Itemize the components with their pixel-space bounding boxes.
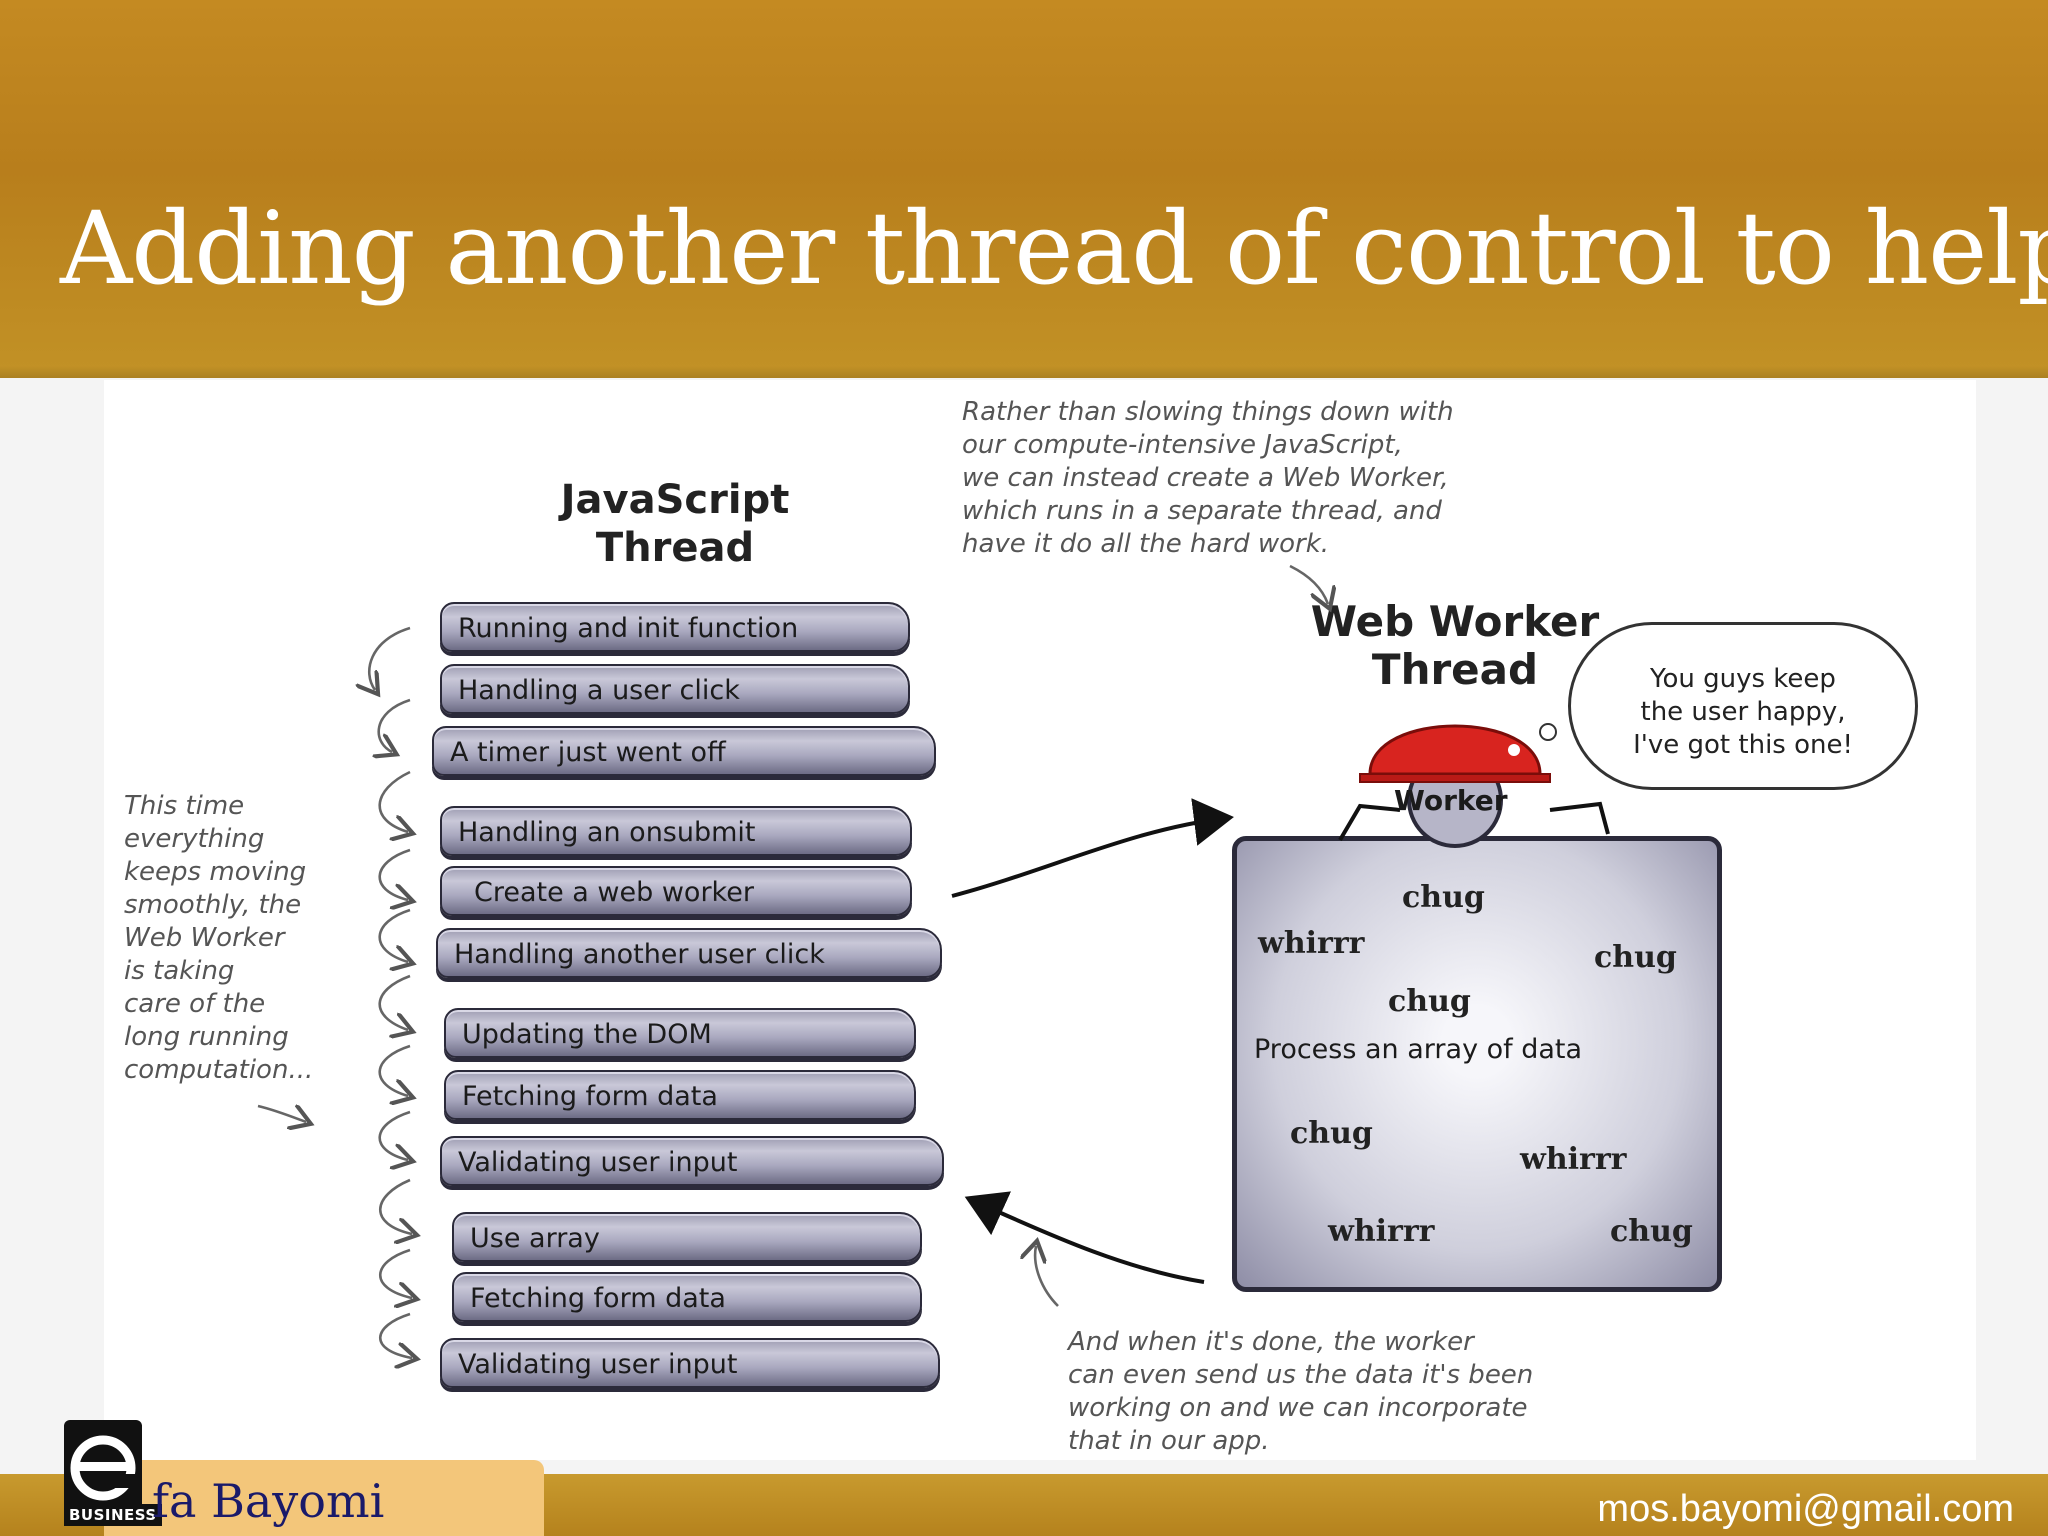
left-note-line: Web Worker	[124, 923, 285, 953]
left-note-line: everything	[124, 824, 265, 854]
e-business-logo-icon	[64, 1420, 142, 1516]
step-arrow	[378, 1110, 410, 1160]
noise-text: chug	[1594, 940, 1677, 975]
top-note-line: we can instead create a Web Worker,	[962, 463, 1449, 493]
arrow-from-worker	[964, 1191, 1205, 1284]
note-arrow	[257, 1106, 306, 1122]
noise-text: chug	[1402, 880, 1485, 915]
task-label: Fetching form data	[462, 1081, 718, 1112]
task-bar: Handling another user click	[436, 928, 942, 978]
top-note-line: which runs in a separate thread, and	[962, 496, 1442, 526]
task-bar: Use array	[452, 1212, 922, 1262]
task-bar: Fetching form data	[444, 1070, 916, 1120]
step-arrow	[378, 770, 410, 832]
bottom-annotation: And when it's done, the worker can even …	[1068, 1326, 1608, 1458]
note-arrow	[1289, 564, 1328, 604]
task-bar: Create a web worker	[440, 866, 912, 916]
slide-header	[0, 0, 2048, 378]
task-label: Updating the DOM	[462, 1019, 712, 1050]
bottom-note-line: can even send us the data it's been	[1068, 1360, 1534, 1390]
arrow-to-worker	[951, 798, 1234, 898]
js-header-line-1: JavaScript	[560, 477, 790, 523]
js-thread-header: JavaScript Thread	[540, 476, 810, 572]
ww-thread-header: Web Worker Thread	[1300, 598, 1610, 694]
task-bar: Updating the DOM	[444, 1008, 916, 1058]
task-bar: Fetching form data	[452, 1272, 922, 1322]
bottom-note-line: working on and we can incorporate	[1068, 1393, 1528, 1423]
left-note-line: care of the	[124, 989, 266, 1019]
noise-text: whirrr	[1328, 1214, 1435, 1249]
worker-character-icon	[1338, 723, 1610, 848]
task-label: Running and init function	[458, 613, 799, 644]
step-arrow	[379, 1248, 412, 1298]
slide-title: Adding another thread of control to help	[60, 190, 2048, 307]
step-arrow	[378, 1044, 410, 1096]
left-note-line: keeps moving	[124, 857, 307, 887]
presenter-name: fa Bayomi	[152, 1474, 385, 1528]
task-bar: A timer just went off	[432, 726, 936, 776]
task-label: Handling an onsubmit	[458, 817, 756, 848]
task-label: Validating user input	[458, 1349, 738, 1380]
bottom-note-line: And when it's done, the worker	[1068, 1327, 1474, 1357]
worker-task-label: Process an array of data	[1254, 1034, 1583, 1065]
bubble-line: You guys keep	[1650, 664, 1836, 694]
worker-label: Worker	[1394, 784, 1508, 817]
left-note-line: long running	[124, 1022, 289, 1052]
left-annotation: This time everything keeps moving smooth…	[124, 790, 354, 1087]
left-note-line: is taking	[124, 956, 235, 986]
bubble-line: I've got this one!	[1633, 730, 1853, 760]
task-bar: Handling an onsubmit	[440, 806, 912, 856]
noise-text: chug	[1290, 1116, 1373, 1151]
top-note-line: our compute-intensive JavaScript,	[962, 430, 1403, 460]
worker-box	[1232, 836, 1722, 1292]
step-arrow	[379, 698, 411, 752]
task-label: Fetching form data	[470, 1283, 726, 1314]
step-arrow	[369, 626, 411, 690]
logo-text: BUSINESS	[64, 1504, 162, 1526]
task-bar: Validating user input	[440, 1338, 940, 1388]
js-header-line-2: Thread	[595, 525, 755, 571]
task-label: A timer just went off	[450, 737, 726, 768]
noise-text: whirrr	[1258, 926, 1365, 961]
ww-header-line-2: Thread	[1371, 645, 1539, 694]
left-note-line: This time	[124, 791, 245, 821]
step-arrow	[379, 1312, 412, 1358]
step-arrow	[378, 848, 410, 900]
noise-text: chug	[1610, 1214, 1693, 1249]
left-note-line: computation...	[124, 1055, 314, 1085]
step-arrow	[379, 1178, 412, 1234]
bubble-text: You guys keep the user happy, I've got t…	[1571, 663, 1915, 762]
top-annotation: Rather than slowing things down with our…	[962, 396, 1522, 561]
noise-text: whirrr	[1520, 1142, 1627, 1177]
noise-text: chug	[1388, 984, 1471, 1019]
footer-name-tab	[104, 1460, 544, 1536]
top-note-line: have it do all the hard work.	[962, 529, 1330, 559]
task-label: Handling a user click	[458, 675, 740, 706]
task-bar: Handling a user click	[440, 664, 910, 714]
bottom-note-line: that in our app.	[1068, 1426, 1270, 1456]
speech-bubble: You guys keep the user happy, I've got t…	[1568, 622, 1918, 790]
presenter-email[interactable]: mos.bayomi@gmail.com	[1597, 1488, 2014, 1530]
task-bar: Running and init function	[440, 602, 910, 652]
task-label: Use array	[470, 1223, 600, 1254]
left-note-line: smoothly, the	[124, 890, 302, 920]
bubble-line: the user happy,	[1640, 697, 1846, 727]
step-arrow	[378, 908, 410, 962]
ww-header-line-1: Web Worker	[1310, 597, 1600, 646]
task-bar: Validating user input	[440, 1136, 944, 1186]
note-arrow	[1035, 1246, 1059, 1307]
task-label: Handling another user click	[454, 939, 825, 970]
step-arrow	[378, 974, 410, 1030]
top-note-line: Rather than slowing things down with	[962, 397, 1454, 427]
step-arrows	[257, 564, 1328, 1358]
task-label: Validating user input	[458, 1147, 738, 1178]
task-label: Create a web worker	[474, 877, 754, 908]
